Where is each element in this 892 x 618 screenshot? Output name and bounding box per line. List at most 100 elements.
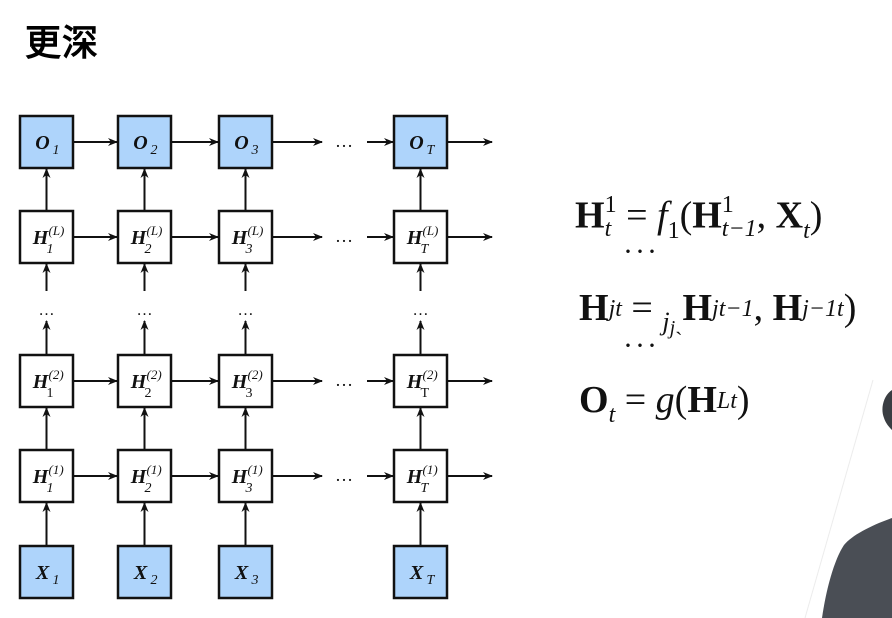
eq1-arg2-sub: t (803, 217, 810, 244)
node-label-hidden-2: H (130, 371, 148, 393)
node-subscript: T (421, 386, 430, 401)
node-label-hidden-2: H (32, 371, 50, 393)
node-superscript: (L) (49, 223, 65, 238)
background-edge-line (804, 379, 874, 618)
node-output-1 (18, 114, 75, 170)
vertical-ellipsis: … (238, 302, 254, 319)
equation-output: Ot = g(HLt) (579, 379, 750, 427)
node-superscript: (2) (49, 367, 64, 382)
equation-dots-1: ··· (623, 235, 659, 268)
eq2-func-sub: j (669, 317, 676, 339)
eq1-comma: , (756, 194, 767, 237)
eq1-func-sub: 1 (667, 217, 680, 244)
eq2-lhs-sub: t (615, 296, 622, 323)
node-label-hidden-L: H (231, 227, 249, 249)
node-label-input: X (133, 562, 148, 584)
node-label-input: X (234, 562, 249, 584)
node-subscript: 2 (151, 143, 158, 158)
eq1-arg2: X (775, 194, 804, 237)
node-superscript: (L) (423, 223, 439, 238)
node-hidden-L-2 (116, 209, 173, 265)
horizontal-ellipsis: … (335, 226, 353, 246)
node-label-output: O (234, 132, 248, 154)
node-subscript: 3 (251, 143, 259, 158)
node-subscript: 2 (145, 481, 152, 496)
presenter-shoulder (822, 518, 892, 618)
eq2-arg2-sup: j−1 (802, 296, 838, 323)
eq3-lhs: O (579, 379, 609, 421)
vertical-ellipsis: … (39, 302, 55, 319)
eq1-equals: = (626, 194, 648, 237)
node-label-hidden-1: H (406, 466, 424, 488)
eq2-lhs-indices: jt (609, 297, 622, 321)
node-superscript: (1) (49, 462, 64, 477)
eq3-open-paren: ( (674, 379, 688, 421)
eq1-lhs-sub: t (604, 216, 612, 242)
eq2-close-paren: ) (843, 287, 857, 329)
horizontal-ellipsis: … (335, 465, 353, 485)
node-hidden-L-1 (18, 209, 75, 265)
node-superscript: (2) (423, 367, 438, 382)
eq1-arg1: H (692, 194, 722, 237)
eq3-arg1-sub: t (730, 388, 737, 415)
node-label-output: O (409, 132, 423, 154)
node-subscript: T (427, 143, 436, 158)
eq2-open-paren: ˎ (675, 310, 683, 335)
node-superscript: (L) (248, 223, 264, 238)
node-label-hidden-L: H (406, 227, 424, 249)
node-subscript: 3 (245, 481, 253, 496)
eq1-func: f (657, 194, 668, 237)
node-output-T (392, 114, 449, 170)
node-input-3 (217, 544, 274, 600)
node-subscript: 3 (251, 573, 259, 588)
node-hidden-2-3 (217, 353, 274, 409)
node-label-hidden-2: H (231, 371, 249, 393)
node-input-2 (116, 544, 173, 600)
node-subscript: T (427, 573, 436, 588)
node-superscript: (2) (248, 367, 263, 382)
node-label-hidden-2: H (406, 371, 424, 393)
eq2-arg1: H (682, 287, 713, 329)
node-label-hidden-1: H (32, 466, 50, 488)
eq3-arg1-indices: Lt (717, 389, 737, 413)
eq2-arg2-indices: j−1t (802, 297, 844, 321)
node-subscript: 1 (53, 143, 60, 158)
node-subscript: 3 (245, 242, 253, 257)
equation-dots-2: ··· (623, 329, 659, 362)
eq2-lhs: H (579, 287, 609, 329)
equation-layer-j: Hjt = jjˎHjt−1, Hj−1t) (579, 287, 857, 338)
eq1-lhs-sup: 1 (604, 192, 617, 218)
node-hidden-1-T (392, 448, 449, 504)
node-hidden-2-2 (116, 353, 173, 409)
node-label-hidden-1: H (130, 466, 148, 488)
eq1-arg1-sub: t−1 (721, 216, 757, 242)
eq3-lhs-sub: t (608, 402, 616, 428)
node-output-3 (217, 114, 274, 170)
node-superscript: (2) (147, 367, 162, 382)
eq2-arg1-indices: jt−1 (712, 297, 754, 321)
node-superscript: (1) (147, 462, 162, 477)
node-subscript: 1 (53, 573, 60, 588)
eq1-lhs: H (575, 194, 605, 237)
node-subscript: 2 (151, 573, 158, 588)
eq3-equals: = (624, 379, 647, 421)
node-label-hidden-L: H (130, 227, 148, 249)
node-label-input: X (409, 562, 424, 584)
vertical-ellipsis: … (137, 302, 153, 319)
eq2-lhs-sup: j (608, 296, 616, 323)
eq3-arg1: H (687, 379, 717, 421)
eq2-arg2: H (772, 287, 803, 329)
node-subscript: 2 (145, 242, 152, 257)
eq1-open-paren: ( (679, 194, 693, 237)
eq3-close-paren: ) (736, 379, 750, 421)
eq2-comma: , (753, 287, 764, 329)
eq1-close-paren: ) (809, 194, 823, 237)
node-superscript: (L) (147, 223, 163, 238)
node-subscript: 3 (246, 386, 253, 401)
node-subscript: T (421, 242, 430, 257)
eq3-arg1-sup: L (716, 388, 731, 415)
node-label-hidden-L: H (32, 227, 50, 249)
